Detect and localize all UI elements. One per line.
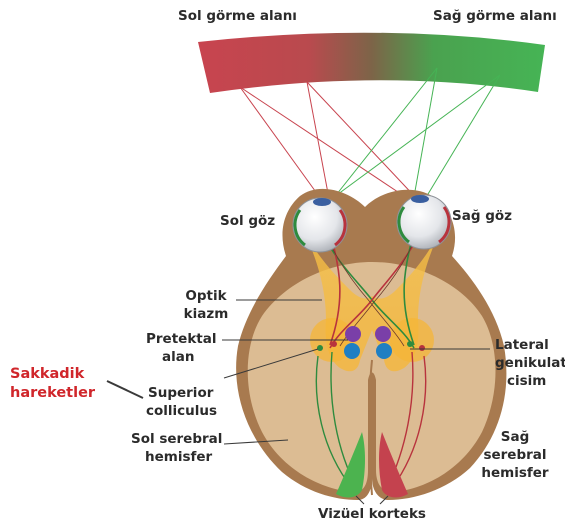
lateral-geniculate-label: Lateral genikulat cisim bbox=[495, 336, 565, 390]
right-hemisphere-label-line-1: Sağ bbox=[470, 428, 560, 446]
pretectal-area-label-line-2: alan bbox=[146, 348, 217, 366]
right-hemisphere-label: Sağ serebral hemisfer bbox=[470, 428, 560, 482]
right-hemisphere-label-line-2: serebral bbox=[470, 446, 560, 464]
lateral-geniculate-label-line-2: genikulat bbox=[495, 354, 565, 372]
field-projection-lines bbox=[240, 68, 500, 209]
left-eye-label: Sol göz bbox=[220, 212, 275, 230]
superior-colliculus-label: Superior colliculus bbox=[146, 384, 217, 420]
left-superior-colliculus bbox=[344, 343, 360, 359]
pretectal-area-label: Pretektal alan bbox=[146, 330, 217, 366]
optic-chiasm-label-line-2: kiazm bbox=[176, 305, 236, 323]
left-eye bbox=[293, 198, 347, 252]
lateral-geniculate-label-line-1: Lateral bbox=[495, 336, 565, 354]
lateral-geniculate-label-line-3: cisim bbox=[495, 372, 565, 390]
saccadic-movements-label-line-2: hareketler bbox=[10, 384, 95, 403]
optic-chiasm-label-line-1: Optik bbox=[176, 287, 236, 305]
left-visual-field-label: Sol görme alanı bbox=[178, 7, 297, 25]
right-eye bbox=[397, 195, 451, 249]
visual-field-arc bbox=[198, 33, 545, 93]
left-hemisphere-label-line-2: hemisfer bbox=[131, 448, 222, 466]
right-visual-field-label: Sağ görme alanı bbox=[433, 7, 557, 25]
pretectal-area-label-line-1: Pretektal bbox=[146, 330, 217, 348]
right-eye-label: Sağ göz bbox=[452, 207, 512, 225]
superior-colliculus-label-line-2: colliculus bbox=[146, 402, 217, 420]
saccadic-movements-label-line-1: Sakkadik bbox=[10, 365, 95, 384]
right-hemisphere-label-line-3: hemisfer bbox=[470, 464, 560, 482]
left-hemisphere-label-line-1: Sol serebral bbox=[131, 430, 222, 448]
right-superior-colliculus bbox=[376, 343, 392, 359]
superior-colliculus-label-line-1: Superior bbox=[146, 384, 217, 402]
optic-chiasm-label: Optik kiazm bbox=[176, 287, 236, 323]
visual-cortex-label: Vizüel korteks bbox=[318, 505, 426, 523]
right-pretectal-nucleus bbox=[375, 326, 391, 342]
saccadic-movements-label: Sakkadik hareketler bbox=[10, 365, 95, 403]
left-hemisphere-label: Sol serebral hemisfer bbox=[131, 430, 222, 466]
